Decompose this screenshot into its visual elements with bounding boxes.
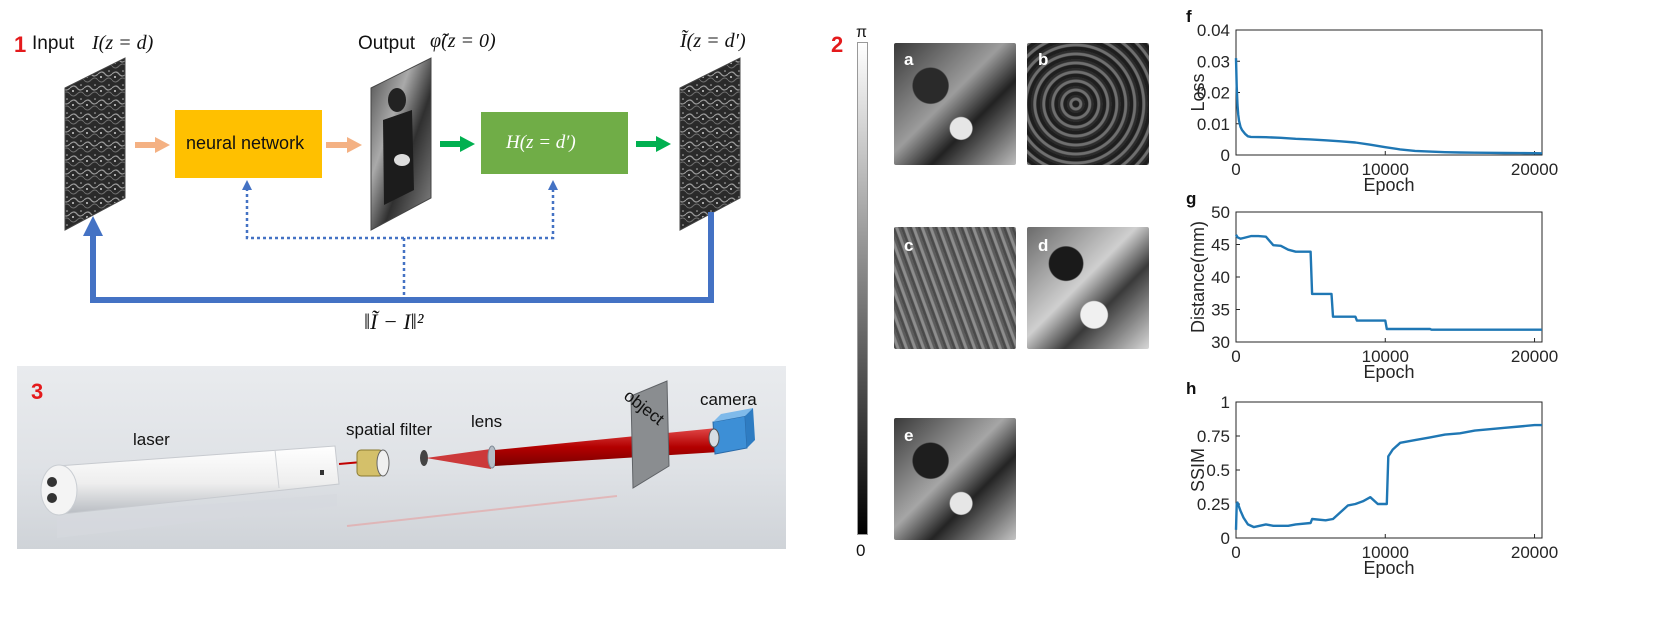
chart-h-ytick-label: 1: [1221, 393, 1230, 412]
optical-setup-graphics: [40, 380, 755, 538]
subpanel-a-letter: a: [904, 50, 914, 69]
loss-expression: ‖Ĩ − I‖²: [364, 309, 424, 334]
chart-f-ytick-label: 0: [1221, 146, 1230, 165]
panel-2-number: 2: [831, 32, 844, 57]
camera-label: camera: [700, 390, 757, 409]
chart-g-ytick-label: 45: [1211, 236, 1230, 255]
output-intensity-expression: Ĩ(z = d′): [680, 30, 746, 52]
chart-h-series-line: [1234, 423, 1542, 530]
reconstruction-a: [894, 43, 1016, 165]
chart-f-panel-letter: f: [1186, 7, 1192, 26]
panel-1-network-diagram: 1 Input I(z = d) Output φ̃(z = 0) Ĩ(z = …: [0, 0, 860, 360]
dotted-feedback-lines: [245, 188, 555, 298]
output-expression: φ̃(z = 0): [430, 30, 496, 52]
dotted-arrow-head-h: [548, 180, 558, 190]
chart-h-frame: [1235, 401, 1543, 539]
loss-feedback-loop: [83, 212, 714, 303]
input-label: Input: [32, 33, 75, 54]
chart-f-ytick-label: 0.04: [1197, 21, 1230, 40]
chart-g-ytick-label: 30: [1211, 333, 1230, 352]
chart-f-xtick-label: 20000: [1511, 160, 1558, 179]
reconstruction-c: [894, 227, 1016, 349]
chart-f-frame: [1235, 29, 1543, 156]
output-phase-figure: [383, 88, 414, 205]
reconstruction-b: [1027, 43, 1149, 165]
panel-3-number: 3: [31, 379, 44, 404]
panel-3-optical-setup: 3 laser spatial filter lens object camer…: [17, 366, 786, 549]
chart-h-ytick-label: 0.25: [1197, 495, 1230, 514]
chart-h-ytick-label: 0: [1221, 529, 1230, 548]
chart-f-ylabel: Loss: [1188, 73, 1208, 111]
object-plate: [630, 380, 670, 489]
collimated-beam: [495, 428, 719, 466]
green-arrow-1: [440, 136, 475, 152]
expanding-beam: [426, 449, 491, 469]
chart-f-xlabel: Epoch: [1363, 175, 1414, 195]
subpanel-e-letter: e: [904, 426, 914, 445]
network-diagram-graphics: [64, 57, 741, 303]
propagation-operator-box: [481, 112, 628, 174]
chart-h-panel-letter: h: [1186, 379, 1196, 398]
reconstruction-e: [894, 418, 1016, 540]
output-label: Output: [358, 33, 416, 54]
chart-g-frame: [1235, 211, 1543, 343]
chart-f-series-line: [1234, 58, 1543, 155]
chart-f-ytick-label: 0.03: [1197, 52, 1230, 71]
chart-g-xlabel: Epoch: [1363, 362, 1414, 382]
green-arrow-2: [636, 136, 671, 152]
dotted-arrow-head-nn: [242, 180, 252, 190]
chart-g-panel-letter: g: [1186, 189, 1196, 208]
chart-h-xtick-label: 0: [1231, 543, 1240, 562]
neural-network-box: [175, 110, 322, 178]
orange-arrow-1: [135, 137, 170, 153]
chart-g-xtick-label: 0: [1231, 347, 1240, 366]
reconstruction-d: [1027, 227, 1149, 349]
panel-2-reconstructions: 2 π 0 a b c d e: [820, 0, 1180, 629]
chart-h-xtick-label: 20000: [1511, 543, 1558, 562]
lens: [487, 445, 497, 469]
chart-f-xtick-label: 10000: [1362, 160, 1409, 179]
chart-g-xtick-label: 10000: [1362, 347, 1409, 366]
propagation-operator-label: H(z = d′): [506, 132, 576, 153]
subpanel-b-letter: b: [1038, 50, 1049, 69]
input-hologram-image: [64, 57, 126, 231]
chart-g-ytick-label: 40: [1211, 268, 1230, 287]
chart-h-ylabel: SSIM: [1188, 448, 1208, 492]
colorbar-top-label: π: [856, 24, 868, 41]
input-expression: I(z = d): [92, 32, 154, 54]
chart-h-xlabel: Epoch: [1363, 558, 1414, 578]
colorbar-bottom-label: 0: [856, 541, 866, 560]
orange-arrow-2: [326, 137, 362, 153]
reconstructed-hologram-image: [679, 57, 741, 231]
laser-label: laser: [133, 430, 170, 449]
chart-f-ytick-label: 0.01: [1197, 115, 1230, 134]
spatial-filter-label: spatial filter: [346, 420, 432, 439]
chart-g-ytick-label: 35: [1211, 301, 1230, 320]
chart-h-ytick-label: 0.75: [1197, 427, 1230, 446]
laser-end-cap: [40, 464, 78, 516]
chart-h-ytick-label: 0.5: [1206, 461, 1230, 480]
neural-network-label: neural network: [186, 133, 305, 153]
chart-g-ytick-label: 50: [1211, 203, 1230, 222]
chart-f-ytick-label: 0.02: [1197, 84, 1230, 103]
chart-h-xtick-label: 10000: [1362, 543, 1409, 562]
lens-label: lens: [471, 412, 503, 431]
subpanel-d-letter: d: [1038, 236, 1049, 255]
phase-colorbar: [857, 42, 868, 535]
chart-g-ylabel: Distance(mm): [1188, 221, 1208, 333]
panel-1-number: 1: [14, 32, 27, 57]
chart-g-xtick-label: 20000: [1511, 347, 1558, 366]
chart-f-xtick-label: 0: [1231, 160, 1240, 179]
subpanel-c-letter: c: [904, 236, 914, 255]
chart-g-series-line: [1234, 234, 1542, 331]
